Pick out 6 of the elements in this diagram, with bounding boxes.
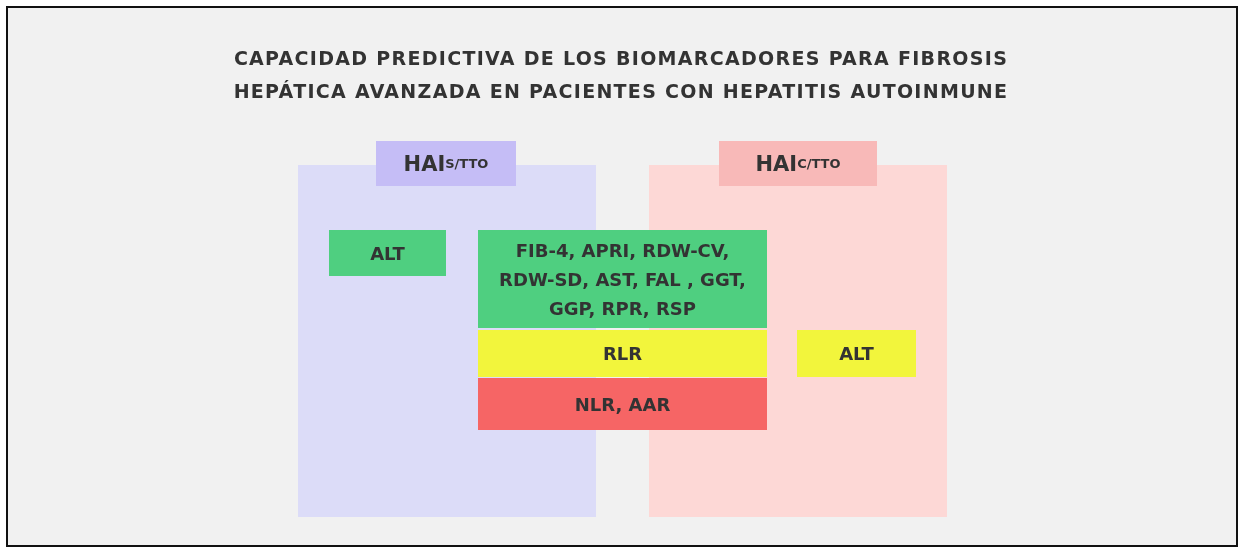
biomarker-box: ALT	[797, 330, 916, 377]
biomarker-box: NLR, AAR	[478, 378, 767, 430]
biomarker-box: FIB-4, APRI, RDW-CV, RDW-SD, AST, FAL , GGT, GGP, RPR, RSP	[478, 230, 767, 328]
biomarker-box: ALT	[329, 230, 446, 276]
biomarker-box: RLR	[478, 330, 767, 377]
title: CAPACIDAD PREDICTIVA DE LOS BIOMARCADORES PARA FIBROSIS HEPÁTICA AVANZADA EN PACIENTES CON HEPATITIS AUTOINMUNE	[232, 46, 1010, 104]
